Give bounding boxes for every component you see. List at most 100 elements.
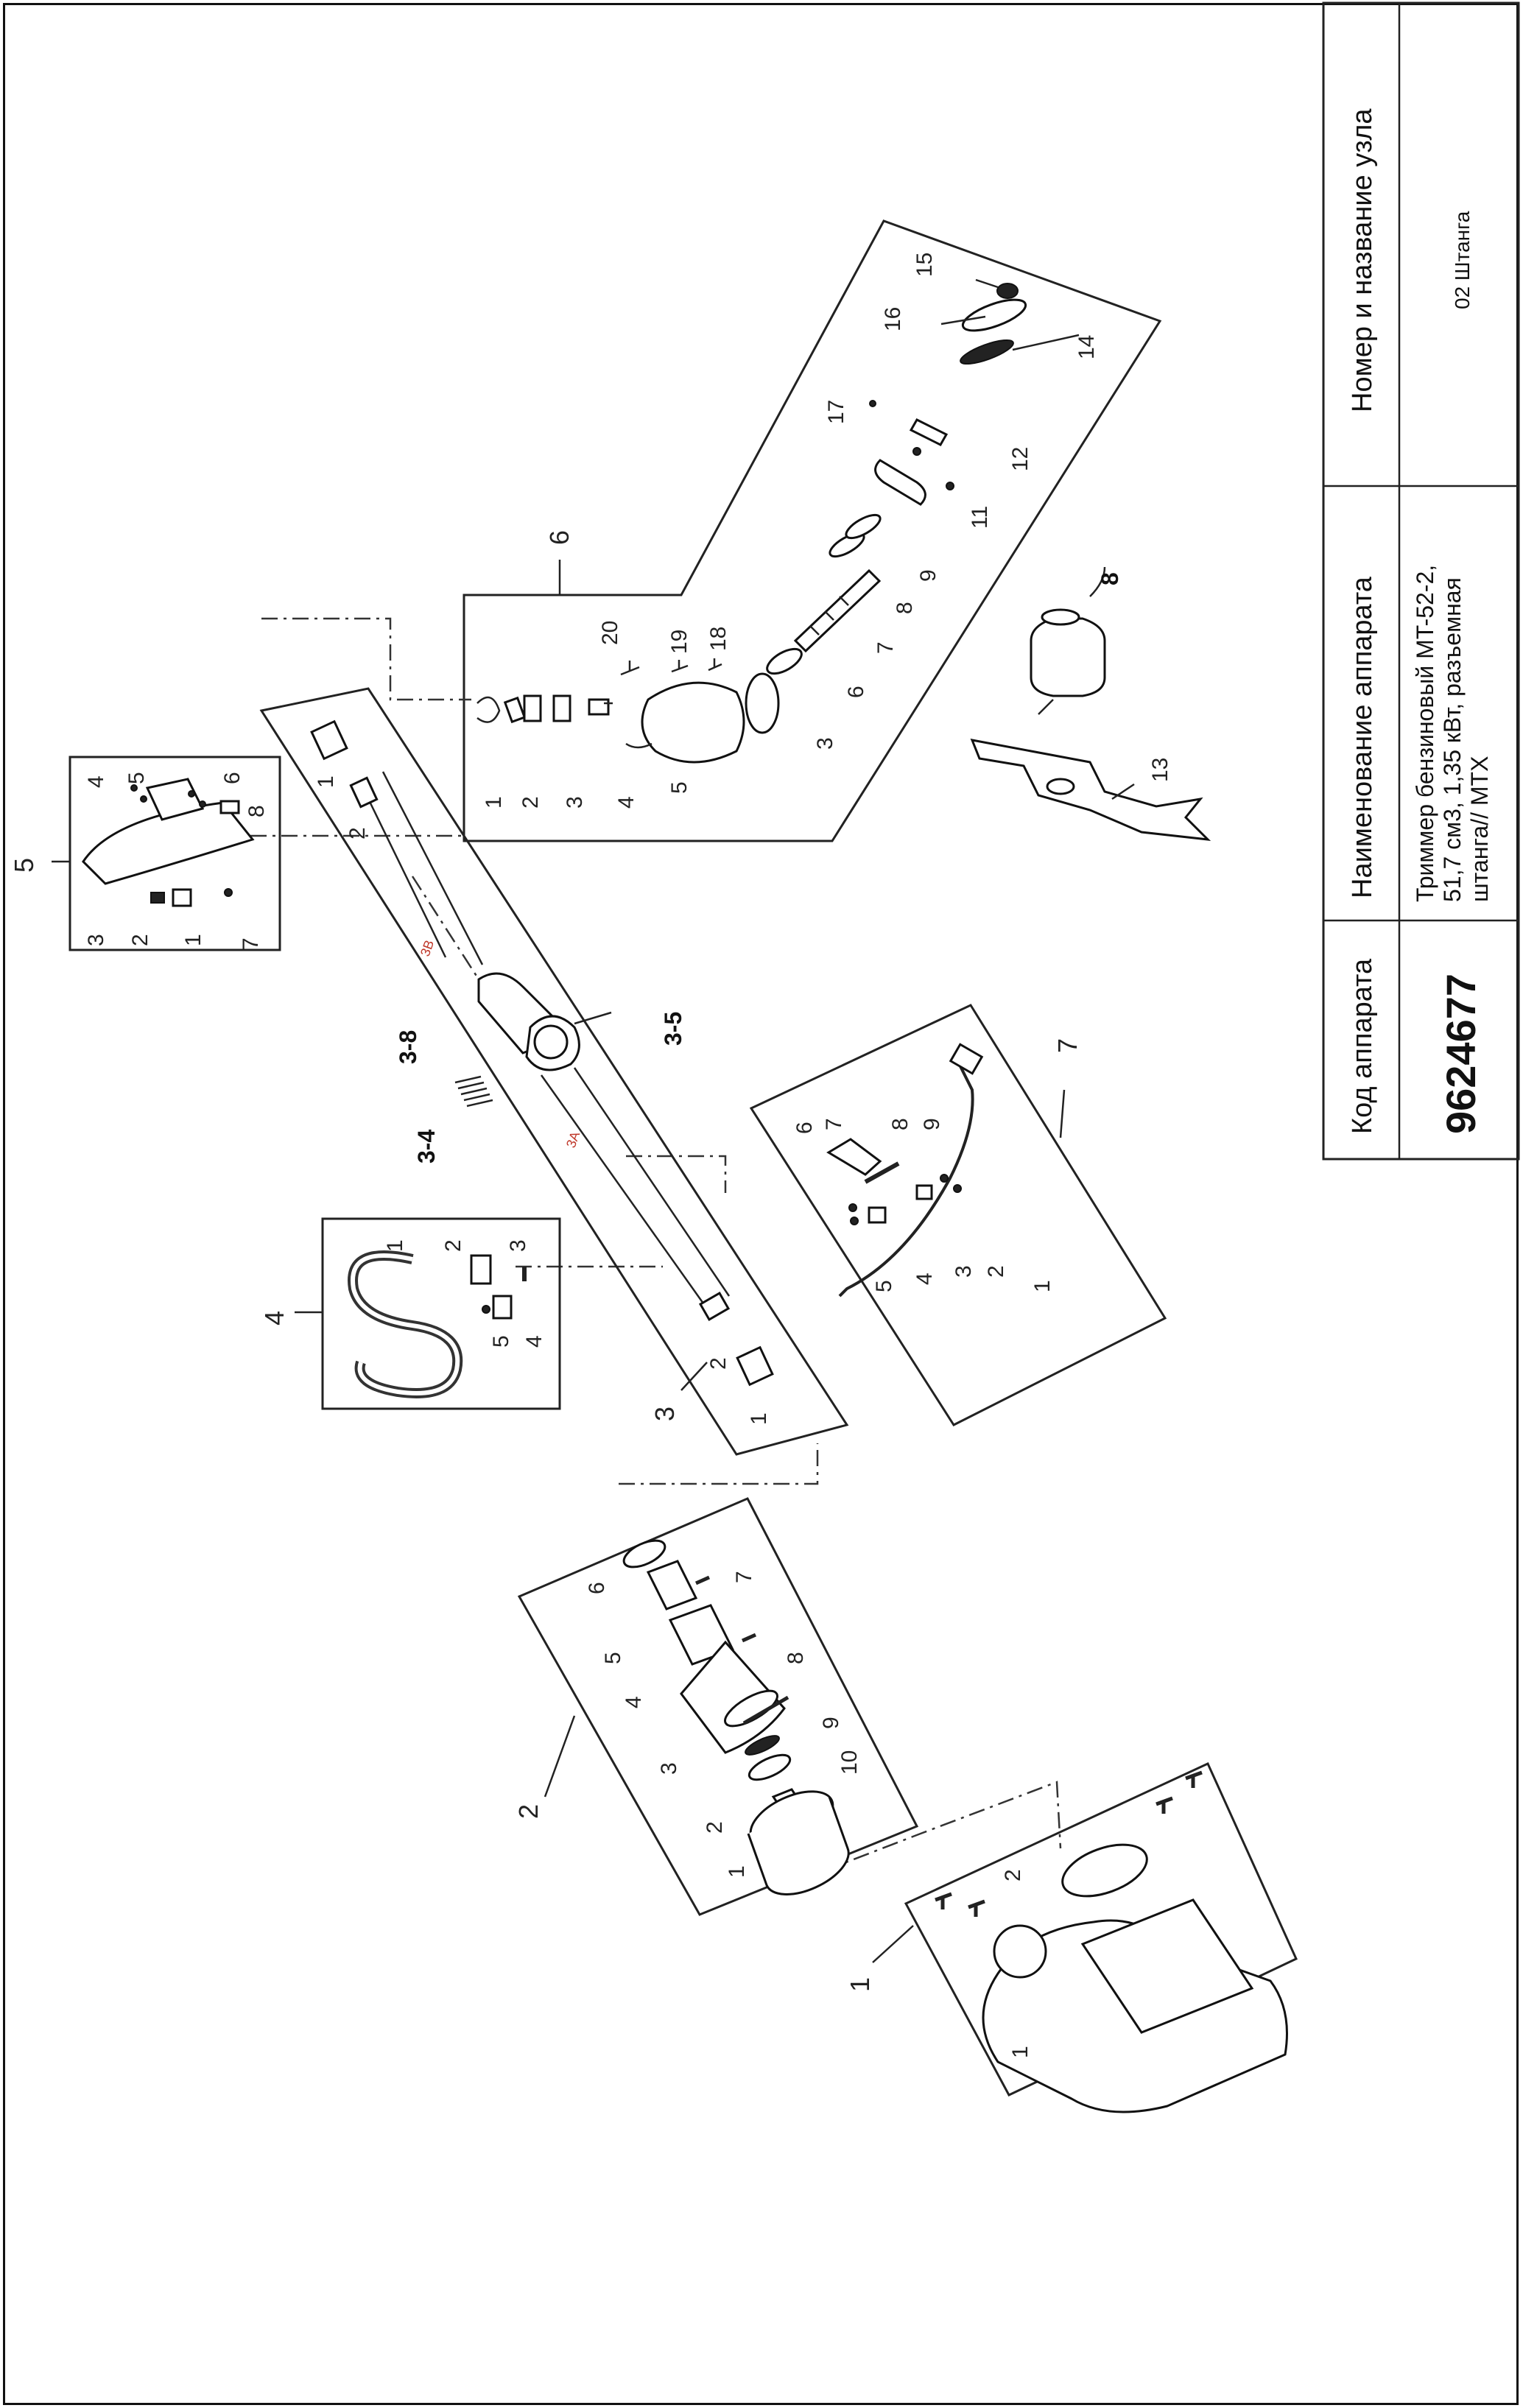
group-5-guard: 4 5 6 8 3 2 1 7 5: [9, 756, 281, 951]
part-gear-housing: [641, 681, 745, 764]
part-15: [996, 283, 1019, 299]
part-bearing-b: [552, 694, 571, 722]
group-1-engine: 2 1 1: [845, 1762, 1298, 2113]
callout-3-5: 3-5: [660, 1012, 686, 1046]
svg-text:2: 2: [703, 1821, 727, 1834]
svg-text:1: 1: [1008, 2046, 1033, 2058]
part-lever: [826, 1138, 882, 1176]
svg-text:2: 2: [1001, 1869, 1025, 1881]
svg-text:4: 4: [912, 1272, 937, 1285]
svg-text:5: 5: [601, 1652, 625, 1664]
part-bearing-housing: [646, 1560, 698, 1610]
part-bolt-a: [935, 1892, 952, 1909]
group-3-frame: [259, 687, 849, 1456]
svg-text:2: 2: [441, 1239, 465, 1252]
page-frame: [3, 3, 1519, 2405]
svg-text:5: 5: [489, 1335, 513, 1348]
svg-text:2: 2: [984, 1265, 1008, 1278]
group-13-label: 13: [1148, 758, 1172, 782]
alignment-line-2: [619, 1443, 819, 1485]
shaft-mark-3a: 3A: [563, 1130, 583, 1150]
name-line-2: 51,7 см3, 1,35 кВт, разъемная: [1439, 577, 1466, 902]
svg-text:14: 14: [1074, 335, 1099, 359]
svg-text:3: 3: [657, 1762, 681, 1775]
svg-text:15: 15: [912, 253, 937, 277]
svg-text:9: 9: [916, 569, 940, 582]
svg-text:17: 17: [824, 400, 848, 424]
part-buckle: [492, 1295, 513, 1320]
unit-value: 02 Штанга: [1451, 211, 1474, 309]
svg-text:2: 2: [345, 827, 370, 839]
group-6-gear-head: 6 1 2 3: [462, 219, 1162, 842]
part-16: [961, 298, 1027, 332]
part-snap-ring: [622, 1539, 666, 1569]
group-7-throttle: 6 7 8 9 5 4 3 2 1 7: [749, 1004, 1167, 1426]
svg-text:3: 3: [813, 737, 837, 750]
part-pin: [588, 698, 610, 716]
svg-text:9: 9: [819, 1717, 843, 1729]
svg-text:3: 3: [563, 796, 587, 809]
group-7-label: 7: [1052, 1038, 1083, 1053]
svg-text:8: 8: [784, 1652, 808, 1664]
part-14: [960, 339, 1014, 365]
alignment-line-1: [824, 1781, 1062, 1872]
svg-text:12: 12: [1008, 447, 1033, 471]
svg-text:5: 5: [124, 772, 149, 784]
part-bearing-a: [523, 694, 542, 722]
svg-text:7: 7: [822, 1118, 846, 1130]
part-screw-19: [671, 660, 689, 673]
part-spring: [454, 1075, 493, 1108]
svg-text:4: 4: [622, 1696, 646, 1708]
part-reducer: [1030, 617, 1106, 697]
svg-text:11: 11: [968, 506, 992, 529]
group-2-label: 2: [513, 1804, 544, 1819]
name-line-1: Триммер бензиновый MT-52-2,: [1412, 565, 1438, 902]
shaft-mark-3b: 3B: [418, 938, 437, 959]
code-value: 9624677: [1438, 974, 1484, 1134]
callout-3-4: 3-4: [413, 1130, 440, 1163]
part-lower-coupling: [736, 1345, 774, 1387]
svg-text:7: 7: [732, 1571, 756, 1583]
group-8-reducer: 8: [1030, 566, 1123, 715]
part-12: [909, 418, 949, 446]
group-4-label: 4: [259, 1311, 289, 1326]
svg-text:7: 7: [873, 641, 898, 654]
group-3-label: 3: [650, 1407, 680, 1421]
callout-3-8: 3-8: [395, 1030, 421, 1064]
part-circlip: [476, 696, 501, 723]
svg-text:4: 4: [614, 796, 639, 809]
svg-text:18: 18: [706, 627, 731, 651]
svg-text:1: 1: [482, 796, 506, 809]
svg-text:5: 5: [872, 1280, 896, 1292]
part-upper-coupling: [310, 719, 348, 761]
part-guard: [82, 801, 255, 885]
svg-text:6: 6: [844, 686, 868, 698]
part-holder: [868, 1206, 887, 1224]
svg-text:19: 19: [667, 630, 692, 654]
svg-text:2: 2: [706, 1357, 731, 1370]
svg-text:1: 1: [181, 934, 205, 946]
svg-text:4: 4: [84, 775, 108, 788]
part-washer: [503, 696, 527, 724]
part-screw-20: [620, 661, 640, 676]
svg-text:3: 3: [84, 934, 108, 946]
unit-header: Номер и название узла: [1347, 108, 1378, 412]
svg-text:3: 3: [506, 1239, 530, 1252]
part-flange-11: [874, 459, 926, 506]
svg-text:6: 6: [585, 1582, 609, 1594]
part-cable: [838, 1060, 974, 1298]
part-shaft: [793, 568, 882, 653]
part-washer-9: [845, 513, 882, 540]
code-header: Код аппарата: [1347, 958, 1378, 1134]
group-2-clutch: 6 7 5 4 8 3 9 2 10 1 2: [513, 1497, 919, 1916]
group-8-label: 8: [1097, 572, 1123, 585]
group-6-label: 6: [544, 530, 574, 545]
part-clutch-housing: [680, 1640, 786, 1754]
svg-text:20: 20: [598, 621, 622, 645]
name-line-3: штанга// MTX: [1466, 756, 1493, 902]
svg-text:4: 4: [522, 1335, 546, 1348]
alignment-line-7: [626, 1155, 727, 1193]
svg-text:2: 2: [518, 796, 543, 809]
group-4-harness: 1 2 3 5 4 4: [259, 1217, 561, 1410]
